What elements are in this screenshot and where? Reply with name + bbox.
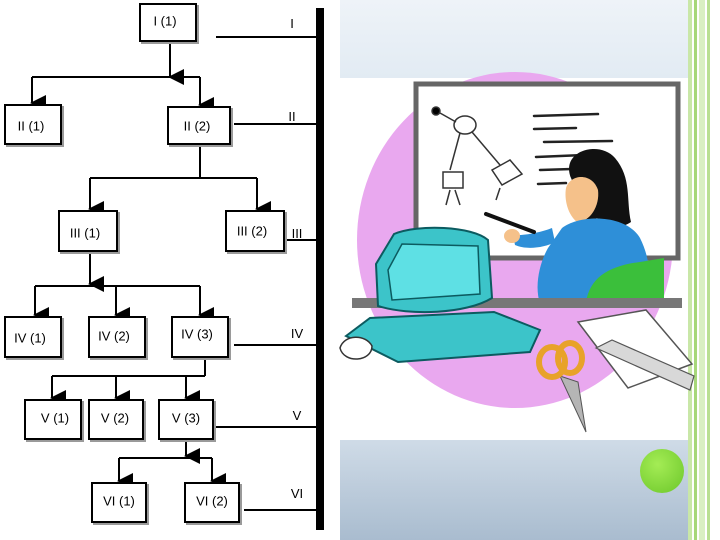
- green-stripe-1: [688, 0, 692, 540]
- computer-user-illustration: [339, 72, 695, 433]
- node-label: VI (2): [196, 493, 228, 508]
- box-ii-1: [4, 104, 62, 145]
- top-decor-panel: [340, 0, 688, 78]
- node-label: V (3): [172, 410, 200, 425]
- person-face: [565, 177, 599, 222]
- box-v-2: [88, 399, 144, 440]
- chair: [586, 258, 664, 304]
- box-iv-1: [4, 316, 62, 358]
- box-iv-2: [88, 316, 146, 358]
- node-label: I (1): [153, 13, 176, 28]
- node-label: II (2): [184, 118, 211, 133]
- desk-shape: [352, 298, 682, 308]
- green-stripe-4: [707, 0, 710, 540]
- scissors-handle-right: [555, 340, 585, 376]
- node-label: V (1): [41, 410, 69, 425]
- node-label: IV (2): [98, 328, 130, 343]
- node-boxes: [4, 3, 285, 523]
- monitor-screen: [387, 243, 481, 301]
- level-label: III: [292, 226, 303, 241]
- person-hand: [504, 229, 520, 243]
- box-ii-2: [167, 106, 231, 145]
- box-v-3: [158, 399, 214, 440]
- scissors-blade-icon: [559, 375, 587, 433]
- node-label: III (1): [70, 225, 100, 240]
- box-i-1: [139, 3, 197, 42]
- node-label: II (1): [18, 118, 45, 133]
- scissors-handle-left: [536, 344, 568, 380]
- person-arm: [513, 228, 555, 248]
- green-stripe-3: [699, 0, 705, 540]
- node-label: III (2): [237, 223, 267, 238]
- node-label: V (2): [101, 410, 129, 425]
- node-label: VI (1): [103, 493, 135, 508]
- green-stripe-2: [694, 0, 697, 540]
- node-label: IV (1): [14, 330, 46, 345]
- box-iii-1: [58, 210, 118, 252]
- level-label: I: [290, 16, 294, 31]
- pen: [484, 212, 536, 234]
- box-iv-3: [171, 316, 229, 358]
- whiteboard-sketch: [431, 106, 524, 206]
- level-label: IV: [291, 326, 304, 341]
- bottom-decor-panel: [340, 440, 688, 540]
- box-v-1: [24, 399, 82, 440]
- level-label: VI: [291, 486, 303, 501]
- mouse-shape: [339, 336, 373, 360]
- connector-lines: [30, 36, 316, 511]
- box-vi-2: [184, 482, 240, 523]
- computer-base: [344, 310, 542, 364]
- level-label: II: [288, 109, 295, 124]
- box-iii-2: [225, 210, 285, 252]
- ruler-shape: [594, 339, 695, 391]
- node-label: IV (3): [181, 326, 213, 341]
- level-axis-bar: [316, 8, 324, 530]
- level-label: V: [293, 408, 302, 423]
- green-circle-icon: [640, 449, 684, 493]
- box-vi-1: [91, 482, 147, 523]
